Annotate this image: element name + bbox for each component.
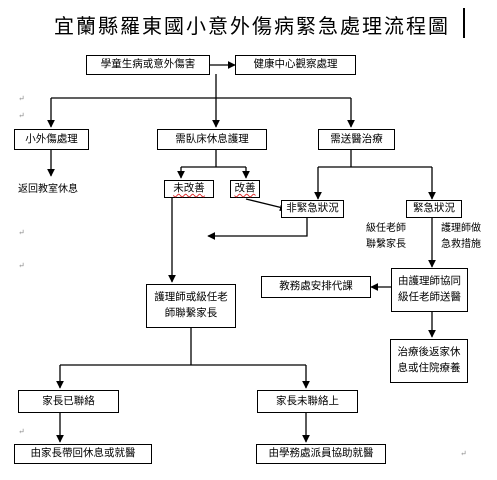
node-minor: 小外傷處理: [14, 129, 89, 150]
paragraph-mark: ↵: [460, 449, 467, 458]
arrow-non-emergency-back: [207, 218, 308, 240]
node-school-escort: 由學務處派員協助就醫: [256, 444, 386, 464]
label-return-class: 返回教室休息: [18, 184, 78, 195]
paragraph-mark: ↵: [18, 111, 25, 120]
node-admin-arrange: 教務處安排代課: [261, 276, 371, 298]
label-homeroom-contact: 級任老師聯繫家長: [366, 223, 406, 250]
node-escort: 由護理師協同級任老師送醫: [391, 268, 468, 312]
node-emergency: 緊急狀況: [406, 200, 462, 218]
label-nurse-measures: 護理師做急救措施: [441, 223, 481, 250]
arrow-improved-to-non-emergency: [245, 198, 288, 212]
node-non-emergency: 非緊急狀況: [281, 200, 344, 218]
node-parent-pickup: 由家長帶回休息或就醫: [14, 444, 152, 464]
node-not-improved: 未改善: [164, 180, 214, 198]
node-hospital: 需送醫治療: [318, 129, 395, 150]
page-title: 宜蘭縣羅東國小意外傷病緊急處理流程圖: [54, 14, 450, 38]
paragraph-mark: ↵: [18, 228, 25, 237]
node-rest-care: 需臥床休息護理: [157, 129, 267, 150]
node-contacted: 家長已聯絡: [18, 390, 119, 413]
paragraph-mark: ↵: [18, 261, 25, 270]
text-cursor: [463, 8, 465, 38]
node-start: 學童生病或意外傷害: [86, 55, 210, 75]
node-teacher-notify: 護理師或級任老師聯繫家長: [146, 284, 236, 328]
node-after-treatment: 治療後返家休息或住院療養: [390, 339, 468, 383]
paragraph-mark: ↵: [18, 427, 25, 436]
node-observe: 健康中心觀察處理: [235, 55, 356, 75]
paragraph-mark: ↵: [18, 94, 25, 103]
node-not-contacted: 家長未聯絡上: [257, 390, 358, 413]
node-improved: 改善: [230, 180, 260, 198]
